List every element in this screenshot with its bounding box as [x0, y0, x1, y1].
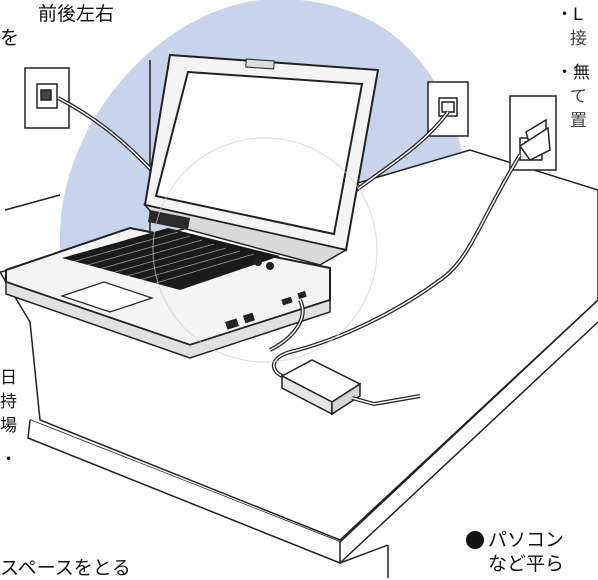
- label-right-1: ・L: [556, 5, 583, 25]
- label-bottom-left: スペースをとる: [0, 557, 131, 579]
- label-bottom-right-1: パソコン: [488, 529, 565, 551]
- power-plug: [518, 126, 551, 161]
- laptop-base: [5, 210, 331, 359]
- label-left-mid-3: 場: [0, 416, 17, 436]
- bullet-icon: [466, 531, 484, 549]
- label-left-mid-1: 日: [0, 368, 17, 388]
- laptop-screen: [142, 53, 380, 266]
- label-bottom-right-2: など平ら: [488, 553, 565, 575]
- phone-wall-jack: [24, 67, 70, 129]
- label-right-3: ・無: [556, 63, 590, 83]
- label-left-mid-2: 持: [0, 392, 17, 412]
- label-right-5: 置: [570, 111, 587, 131]
- label-left-mid-4: ・: [0, 450, 17, 470]
- touchpad: [60, 281, 154, 313]
- label-right-2: 接: [570, 29, 587, 49]
- label-right-4: て: [570, 87, 587, 107]
- keyboard: [62, 228, 280, 290]
- ac-adapter: [280, 359, 362, 416]
- label-top-left-1: 前後左右: [38, 3, 115, 25]
- label-top-left-2: を: [0, 27, 20, 49]
